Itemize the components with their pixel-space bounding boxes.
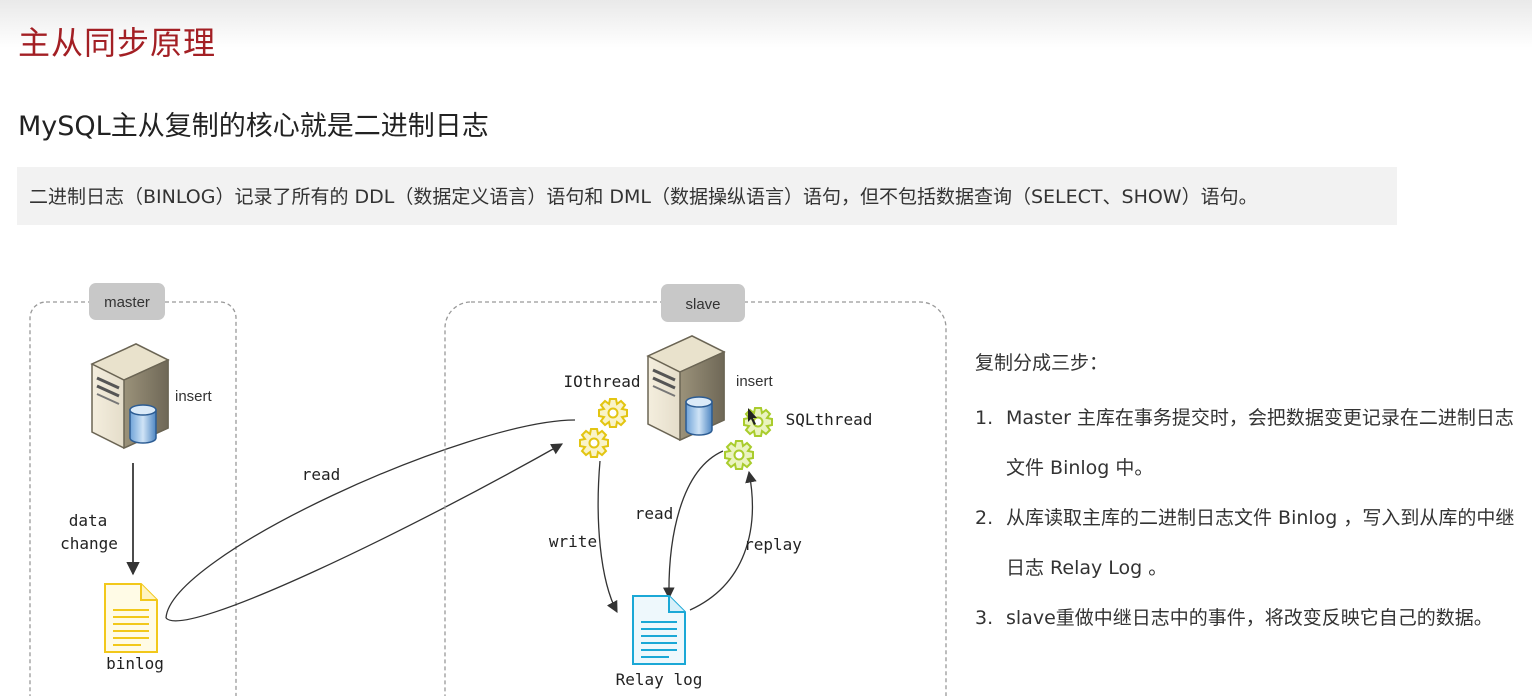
- sqlthread-label: SQLthread: [786, 410, 873, 429]
- slave-insert-label: insert: [736, 373, 774, 390]
- mouse-cursor-icon: [748, 408, 757, 425]
- iothread-label: IOthread: [563, 372, 640, 391]
- step-item: 1. Master 主库在事务提交时，会把数据变更记录在二进制日志文件 Binl…: [975, 393, 1525, 493]
- slave-label: slave: [685, 296, 720, 313]
- binlog-note-box: 二进制日志（BINLOG）记录了所有的 DDL（数据定义语言）语句和 DML（数…: [17, 167, 1397, 225]
- slave-read-label: read: [635, 504, 674, 523]
- binlog-note-text: 二进制日志（BINLOG）记录了所有的 DDL（数据定义语言）语句和 DML（数…: [29, 186, 1258, 208]
- steps-title: 复制分成三步：: [975, 352, 1109, 374]
- step-item: 2. 从库读取主库的二进制日志文件 Binlog ，写入到从库的中继日志 Rel…: [975, 493, 1525, 593]
- relay-log-file-icon: [632, 595, 686, 665]
- step-number: 1.: [975, 407, 994, 429]
- relay-log-label: Relay log: [616, 670, 703, 689]
- iothread-gear-icon-bottom: [579, 428, 609, 458]
- step-text: Master 主库在事务提交时，会把数据变更记录在二进制日志文件 Binlog …: [1006, 407, 1514, 479]
- iothread-gear-icon-top: [598, 398, 628, 428]
- step-text: slave重做中继日志中的事件，将改变反映它自己的数据。: [1006, 607, 1493, 629]
- master-label: master: [104, 294, 150, 311]
- master-insert-label: insert: [175, 388, 213, 405]
- binlog-file-icon: [104, 583, 158, 653]
- read-loop-upper: [165, 419, 576, 619]
- step-number: 2.: [975, 507, 994, 529]
- step-item: 3. slave重做中继日志中的事件，将改变反映它自己的数据。: [975, 593, 1525, 643]
- slave-label-tab: [661, 284, 745, 322]
- master-server-icon: [90, 342, 170, 450]
- master-label-tab: [89, 283, 165, 320]
- subtitle: MySQL主从复制的核心就是二进制日志: [18, 111, 489, 142]
- step-number: 3.: [975, 607, 994, 629]
- data-change-label-line1: data: [69, 511, 108, 530]
- title-bar-background: [0, 0, 1532, 48]
- data-change-label-line2: change: [60, 534, 118, 553]
- page-title: 主从同步原理: [18, 24, 217, 62]
- write-arrow: [597, 460, 618, 614]
- binlog-label: binlog: [106, 654, 164, 673]
- slave-read-arrow: [662, 450, 724, 600]
- replay-label: replay: [744, 535, 802, 554]
- step-text: 从库读取主库的二进制日志文件 Binlog ，写入到从库的中继日志 Relay …: [1006, 507, 1515, 579]
- read-arrow-label: read: [302, 465, 341, 484]
- replication-steps: 复制分成三步： 1. Master 主库在事务提交时，会把数据变更记录在二进制日…: [975, 348, 1525, 643]
- sqlthread-gear-icon-bottom: [724, 440, 754, 470]
- slave-server-icon: [646, 334, 726, 442]
- replay-arrow: [689, 470, 757, 611]
- write-label: write: [549, 532, 597, 551]
- read-loop-lower-arrow: [165, 443, 564, 622]
